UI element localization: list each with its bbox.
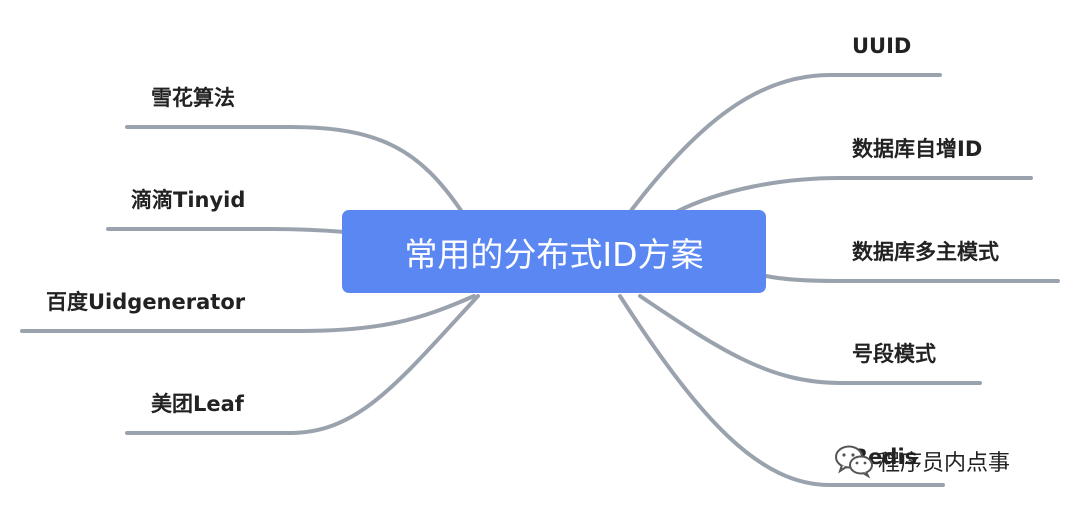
connector-redis <box>618 294 945 487</box>
root-node[interactable]: 常用的分布式ID方案 <box>342 210 766 293</box>
connector-segment <box>638 294 982 385</box>
root-label: 常用的分布式ID方案 <box>404 234 704 274</box>
connector-tinyid <box>106 227 347 234</box>
branch-label-multimaster[interactable]: 数据库多主模式 <box>852 240 999 264</box>
connector-autoincrement <box>674 176 1033 214</box>
branch-label-tinyid[interactable]: 滴滴Tinyid <box>131 188 246 212</box>
branch-label-uuid[interactable]: UUID <box>852 34 912 58</box>
connector-multimaster <box>764 274 1060 283</box>
connector-uidgenerator <box>20 294 476 333</box>
connector-snowflake <box>125 125 464 214</box>
branch-label-leaf[interactable]: 美团Leaf <box>151 392 244 416</box>
branch-label-segment[interactable]: 号段模式 <box>852 342 936 366</box>
branch-label-snowflake[interactable]: 雪花算法 <box>151 86 235 110</box>
watermark: 程序员内点事 <box>834 444 1010 478</box>
connector-uuid <box>628 73 942 214</box>
branch-label-uidgenerator[interactable]: 百度Uidgenerator <box>46 290 246 314</box>
branch-label-autoincrement[interactable]: 数据库自增ID <box>852 137 983 161</box>
wechat-icon <box>835 445 873 478</box>
watermark-text: 程序员内点事 <box>878 451 1011 476</box>
connector-leaf <box>125 294 480 435</box>
